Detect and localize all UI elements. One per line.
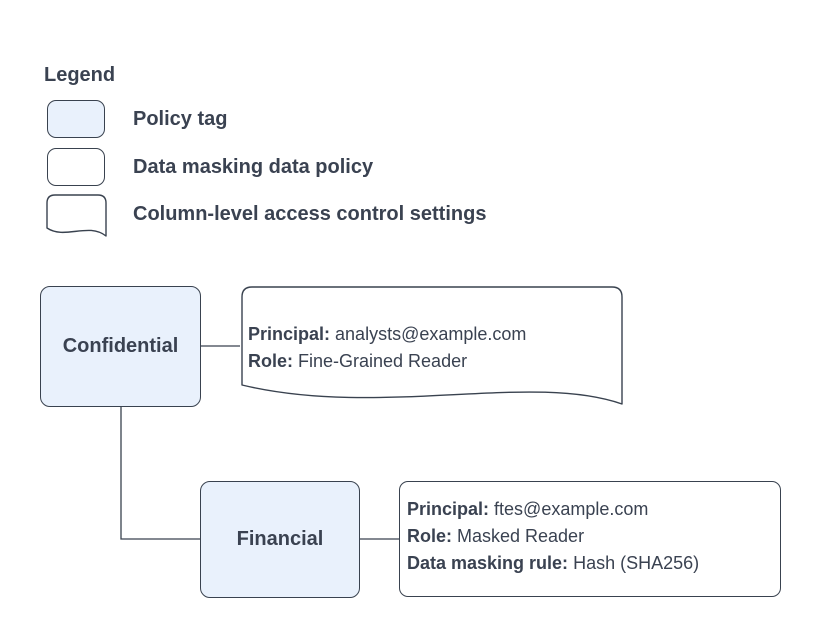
- policy-tag-financial-label: Financial: [236, 528, 324, 550]
- policy-tag-financial: Financial: [200, 481, 360, 598]
- legend-swatch-data-policy: [47, 148, 105, 186]
- policy-line-role: Role: Masked Reader: [407, 526, 585, 546]
- connector-confidential-to-financial: [120, 407, 200, 540]
- legend-swatch-settings-document: [46, 194, 107, 237]
- policy-tag-confidential-label: Confidential: [62, 335, 179, 357]
- legend-item-settings-label: Column-level access control settings: [133, 203, 487, 225]
- legend-item-data-policy-label: Data masking data policy: [133, 156, 374, 178]
- settings-line-principal: Principal: analysts@example.com: [248, 324, 527, 344]
- policy-line-masking-rule: Data masking rule: Hash (SHA256): [407, 553, 700, 573]
- policy-tag-confidential: Confidential: [40, 286, 201, 407]
- data-policy-card-text: Principal: ftes@example.com Role: Masked…: [407, 496, 699, 577]
- legend-item-policy-tag-label: Policy tag: [133, 108, 228, 130]
- legend-swatch-policy-tag: [47, 100, 105, 138]
- settings-line-role: Role: Fine-Grained Reader: [248, 351, 468, 371]
- settings-document-text: Principal: analysts@example.com Role: Fi…: [248, 321, 526, 375]
- data-policy-card: [399, 481, 781, 597]
- settings-document-shape: [241, 286, 623, 405]
- policy-line-principal: Principal: ftes@example.com: [407, 499, 649, 519]
- legend-title: Legend: [44, 64, 116, 86]
